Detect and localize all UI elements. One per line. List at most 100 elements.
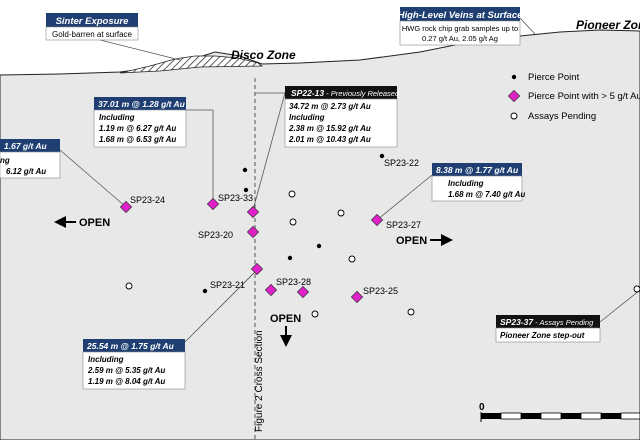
callout-sp2213-line1: 34.72 m @ 2.73 g/t Au bbox=[289, 102, 371, 111]
pierce-point bbox=[287, 255, 293, 261]
label-sp2324: SP23-24 bbox=[130, 195, 165, 205]
callout-sp2213-title-box bbox=[285, 86, 397, 99]
callout-2554-including: Including bbox=[88, 355, 124, 364]
high-grade-diamond bbox=[250, 262, 264, 276]
pending-points bbox=[125, 190, 640, 318]
high-grade-diamond bbox=[246, 205, 260, 219]
callout-2554-body bbox=[82, 351, 186, 390]
high-grade-diamond bbox=[296, 285, 310, 299]
callout-sp2213-suffix: - Previously Released bbox=[324, 89, 400, 98]
legend-pierce-dot bbox=[511, 74, 517, 80]
hole-labels: SP23-22 SP23-24 SP23-33 SP23-20 SP23-27 … bbox=[130, 158, 421, 296]
callout-838-title: 8.38 m @ 1.77 g/t Au bbox=[436, 165, 519, 175]
high-grade-points bbox=[119, 197, 384, 304]
callout-sp2213-body bbox=[284, 98, 398, 148]
callout-838-line1: 1.68 m @ 7.40 g/t Au bbox=[448, 190, 525, 199]
callout-sp2337-suffix: - Assays Pending bbox=[533, 318, 594, 327]
pierce-point bbox=[243, 187, 249, 193]
high-grade-diamond bbox=[350, 290, 364, 304]
callout-sp2213-line2: 2.38 m @ 15.92 g/t Au bbox=[288, 124, 371, 133]
veins-leader bbox=[519, 17, 536, 35]
sinter-title-box bbox=[46, 13, 138, 27]
veins-line2: 0.27 g/t Au, 2.05 g/t Ag bbox=[422, 34, 498, 43]
callout-leaders bbox=[59, 92, 640, 343]
pierce-points bbox=[202, 153, 385, 294]
pending-point bbox=[633, 285, 640, 293]
callout-sp2337-title: SP23-37 - Assays Pending bbox=[500, 317, 594, 327]
veins-title: High-Level Veins at Surface bbox=[398, 10, 523, 21]
callout-2554-title-box bbox=[83, 339, 185, 352]
high-grade-diamond bbox=[246, 225, 260, 239]
label-sp2325: SP23-25 bbox=[363, 286, 398, 296]
callout-sp2213-including: Including bbox=[289, 113, 325, 122]
label-sp2328: SP23-28 bbox=[276, 277, 311, 287]
label-sp2321: SP23-21 bbox=[210, 280, 245, 290]
pending-point bbox=[125, 282, 133, 290]
callout-3701-including: Including bbox=[99, 113, 135, 122]
callout-838-including: Including bbox=[448, 179, 484, 188]
callout-sp2337-id: SP23-37 bbox=[500, 317, 534, 327]
pioneer-zone-label: Pioneer Zon bbox=[576, 18, 640, 32]
pending-point bbox=[288, 190, 296, 198]
pending-point bbox=[337, 209, 345, 217]
legend-high-label: Pierce Point with > 5 g/t Au bbox=[528, 91, 640, 102]
legend-pending-label: Assays Pending bbox=[528, 111, 596, 122]
pending-point bbox=[289, 218, 297, 226]
veins-title-box bbox=[400, 7, 520, 21]
high-grade-diamond bbox=[206, 197, 220, 211]
scale-bar bbox=[480, 412, 640, 422]
callout-sp2213-title: SP22-13 - Previously Released bbox=[291, 88, 400, 98]
sinter-title: Sinter Exposure bbox=[56, 16, 130, 27]
pierce-point bbox=[202, 288, 208, 294]
callout-3701-line2: 1.68 m @ 6.53 g/t Au bbox=[99, 135, 176, 144]
pending-point bbox=[311, 310, 319, 318]
sinter-leader bbox=[99, 39, 181, 61]
callout-sp2213-id: SP22-13 bbox=[291, 88, 324, 98]
callout-3701-title-box bbox=[94, 97, 186, 110]
cross-section-label: Figure 2 Cross Section bbox=[254, 330, 265, 432]
label-sp2320: SP23-20 bbox=[198, 230, 233, 240]
veins-line1: HWG rock chip grab samples up to bbox=[402, 24, 518, 33]
callout-2554-line1: 2.59 m @ 5.35 g/t Au bbox=[87, 366, 165, 375]
callout-left-body bbox=[0, 151, 61, 179]
callout-3701-title: 37.01 m @ 1.28 g/t Au bbox=[98, 99, 186, 109]
pierce-point bbox=[242, 167, 248, 173]
label-sp2333: SP23-33 bbox=[218, 193, 253, 203]
callout-3701-body bbox=[93, 109, 187, 148]
pending-point bbox=[348, 255, 356, 263]
label-sp2327: SP23-27 bbox=[386, 220, 421, 230]
callout-sp2337-title-box bbox=[496, 315, 600, 328]
high-grade-diamond bbox=[119, 200, 133, 214]
open-right-label: OPEN bbox=[396, 235, 427, 247]
label-sp2322: SP23-22 bbox=[384, 158, 419, 168]
veins-sub-box bbox=[399, 20, 521, 46]
open-left-label: OPEN bbox=[79, 217, 110, 229]
high-grade-diamond bbox=[264, 283, 278, 297]
callout-3701-line1: 1.19 m @ 6.27 g/t Au bbox=[99, 124, 176, 133]
callout-left-line2: 6.12 g/t Au bbox=[6, 167, 46, 176]
pierce-point bbox=[316, 243, 322, 249]
legend-pending-circle bbox=[510, 112, 518, 120]
open-down-label: OPEN bbox=[270, 313, 301, 325]
callout-2554-title: 25.54 m @ 1.75 g/t Au bbox=[86, 341, 175, 351]
callout-838-title-box bbox=[432, 163, 522, 176]
legend-pierce-label: Pierce Point bbox=[528, 72, 580, 83]
pierce-point bbox=[379, 153, 385, 159]
callout-sp2337-body bbox=[495, 327, 601, 343]
callout-sp2337-line1: Pioneer Zone step-out bbox=[500, 331, 585, 340]
pending-point bbox=[407, 308, 415, 316]
callout-2554-line2: 1.19 m @ 8.04 g/t Au bbox=[88, 377, 165, 386]
high-grade-diamond bbox=[370, 213, 384, 227]
callout-left-title-box bbox=[0, 139, 60, 152]
callout-sp2213-line3: 2.01 m @ 10.43 g/t Au bbox=[288, 135, 371, 144]
scale-zero: 0 bbox=[479, 402, 485, 413]
sinter-sub-box bbox=[45, 26, 139, 41]
sinter-lens bbox=[119, 55, 264, 74]
callout-left-line1: ng bbox=[0, 156, 10, 165]
sinter-sub: Gold-barren at surface bbox=[52, 30, 133, 39]
callout-left-title: 1.67 g/t Au bbox=[4, 141, 47, 151]
disco-zone-label: Disco Zone bbox=[231, 48, 296, 62]
legend-high-diamond bbox=[507, 89, 521, 103]
